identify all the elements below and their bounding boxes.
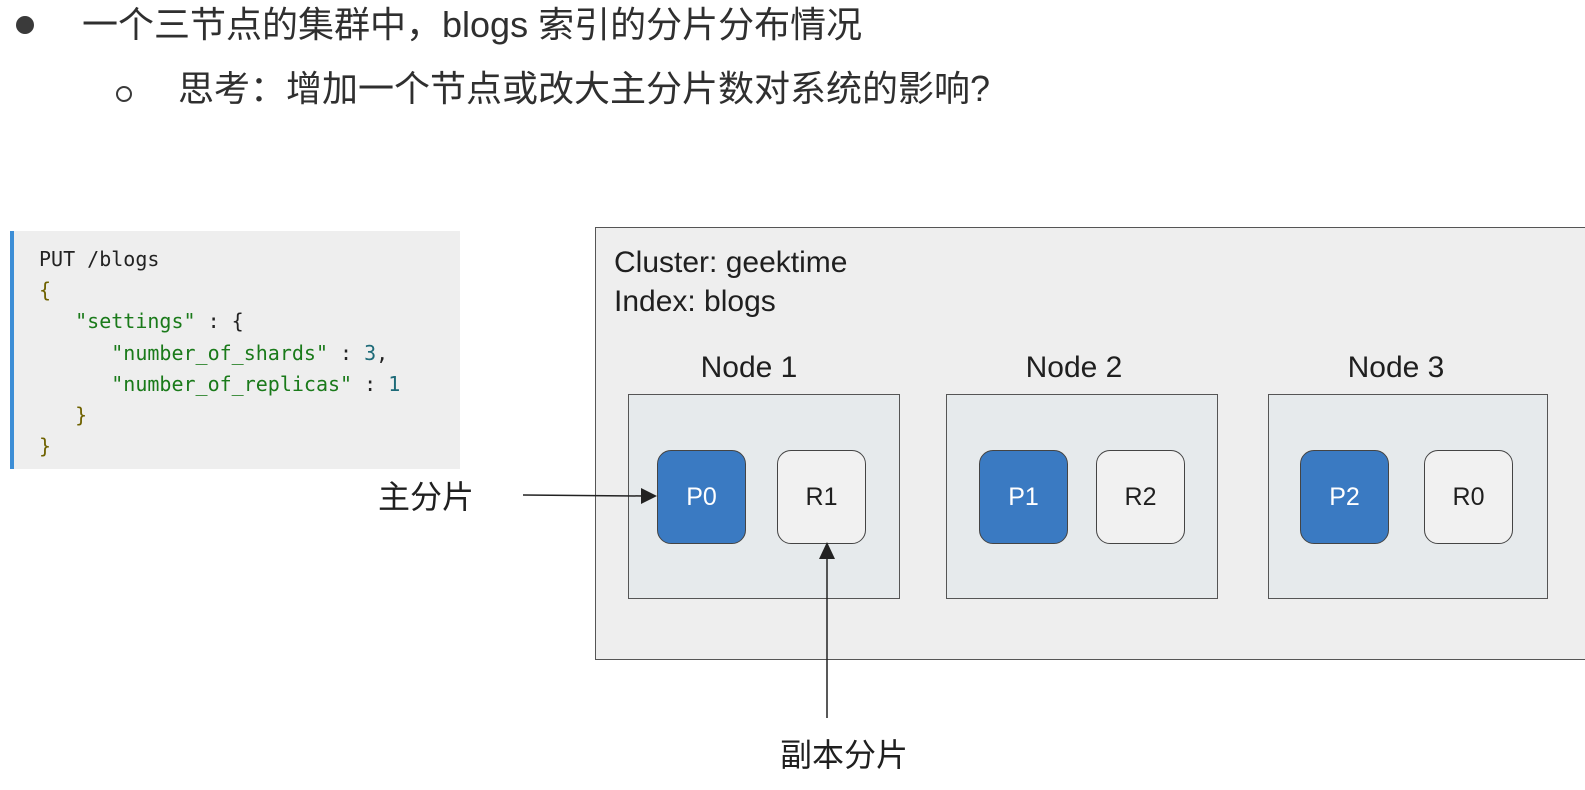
code-line: {: [39, 275, 460, 306]
code-replicas-value: 1: [388, 371, 401, 396]
cluster-name-label: Cluster: geektime: [614, 246, 848, 279]
code-line: PUT /blogs: [39, 244, 460, 275]
code-line: "number_of_replicas" : 1: [111, 371, 401, 396]
shard-r2: R2: [1096, 450, 1185, 544]
code-block: PUT /blogs { "settings" : { "number_of_s…: [10, 231, 460, 469]
code-shards-value: 3: [364, 340, 377, 365]
node-3-title: Node 3: [1347, 351, 1445, 384]
code-colon-brace: : {: [195, 309, 244, 334]
node-1-title: Node 1: [700, 351, 798, 384]
bullet-level1-text: 一个三节点的集群中，blogs 索引的分片分布情况: [82, 4, 863, 45]
shard-p2: P2: [1300, 450, 1389, 544]
code-replicas-key: "number_of_replicas": [111, 371, 353, 396]
code-settings-key: "settings": [75, 309, 196, 334]
shard-r0: R0: [1424, 450, 1513, 544]
code-open-brace: {: [39, 278, 52, 303]
primary-arrow: [522, 488, 657, 504]
code-line: }: [39, 431, 460, 462]
bullet-level2-text: 思考：增加一个节点或改大主分片数对系统的影响?: [178, 68, 991, 109]
bullet-circle: [116, 86, 132, 102]
shard-p0: P0: [657, 450, 746, 544]
primary-shard-callout: 主分片: [378, 479, 475, 515]
code-request-line: PUT /blogs: [39, 247, 160, 271]
code-line: "settings" : {: [39, 306, 460, 337]
code-line: }: [39, 400, 460, 431]
bullet-dot: [16, 16, 34, 34]
code-shards-key: "number_of_shards": [111, 340, 328, 365]
index-name-label: Index: blogs: [614, 285, 776, 318]
node-2-title: Node 2: [1025, 351, 1123, 384]
shard-r1: R1: [777, 450, 866, 544]
code-close-inner: }: [75, 403, 88, 428]
shard-p1: P1: [979, 450, 1068, 544]
code-line: "number_of_shards" : 3,: [111, 340, 389, 365]
replica-arrow: [819, 542, 835, 718]
code-close-outer: }: [39, 434, 52, 459]
replica-shard-callout: 副本分片: [780, 737, 909, 773]
